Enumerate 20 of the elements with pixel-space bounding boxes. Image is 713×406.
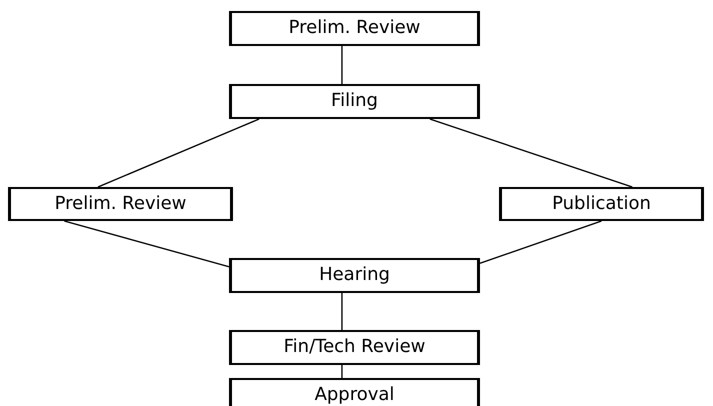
process-box: [229, 84, 480, 119]
connector-line: [341, 293, 343, 330]
process-box: [499, 187, 704, 221]
connector-line: [341, 365, 343, 378]
box-label: Hearing: [319, 264, 390, 285]
process-box: [229, 11, 480, 46]
box-label: Filing: [331, 90, 378, 111]
process-box: [229, 330, 480, 365]
connector-line: [341, 46, 343, 84]
box-label: Publication: [552, 193, 651, 214]
connector-line: [64, 220, 230, 268]
box-label: Prelim. Review: [54, 193, 186, 214]
box-label: Fin/Tech Review: [284, 336, 426, 357]
connector-line: [480, 220, 602, 264]
process-box: [229, 258, 480, 293]
connector-line: [98, 118, 260, 188]
box-label: Approval: [314, 384, 394, 405]
box-label: Prelim. Review: [288, 17, 420, 38]
connector-line: [430, 118, 632, 188]
process-box: [8, 187, 233, 221]
